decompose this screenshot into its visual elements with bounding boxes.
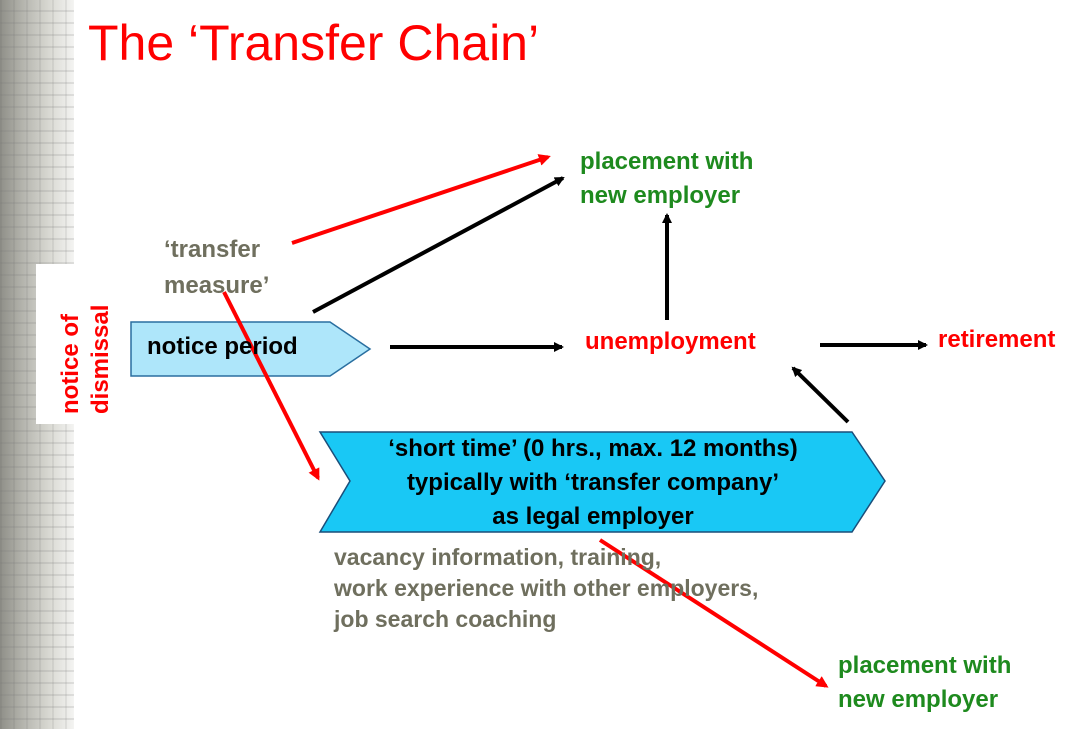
- arrow-shorttime-to-unemployment: [791, 366, 850, 424]
- notice-of-dismissal-label: notice of dismissal: [56, 305, 116, 414]
- short-time-box: [318, 431, 886, 533]
- red-arrow-measure-to-shorttime: [222, 291, 320, 481]
- activities-text: vacancy information, training, work expe…: [334, 542, 758, 635]
- short-time-text: ‘short time’ (0 hrs., max. 12 months) ty…: [328, 432, 858, 534]
- activities-line-1: vacancy information, training,: [334, 544, 662, 570]
- notice-of-dismissal-line-1: notice of: [57, 314, 84, 414]
- retirement-label: retirement: [938, 326, 1056, 353]
- arrow-noticeperiod-to-placement: [312, 176, 565, 314]
- activities-line-2: work experience with other employers,: [334, 575, 759, 601]
- notice-of-dismissal-panel: [36, 264, 116, 424]
- slide-title: The ‘Transfer Chain’: [88, 15, 540, 71]
- unemployment-label: unemployment: [585, 328, 756, 355]
- short-time-line-2: typically with ‘transfer company’: [406, 469, 780, 496]
- transfer-measure-line-1: ‘transfer: [164, 236, 261, 263]
- placement-bottom-line-1: placement with: [838, 652, 1012, 679]
- short-time-line-1: ‘short time’ (0 hrs., max. 12 months): [388, 435, 798, 462]
- short-time-line-3: as legal employer: [492, 503, 694, 530]
- notice-of-dismissal-line-2: dismissal: [87, 304, 114, 414]
- placement-bottom-label: placement with new employer: [838, 649, 1011, 717]
- placement-top-line-1: placement with: [580, 148, 754, 175]
- activities-line-3: job search coaching: [334, 606, 557, 632]
- transfer-measure-label: ‘transfer measure’: [164, 232, 269, 304]
- placement-bottom-line-2: new employer: [838, 686, 999, 713]
- red-arrow-activities-to-placement: [598, 538, 829, 688]
- placement-top-line-2: new employer: [580, 182, 741, 209]
- transfer-measure-line-2: measure’: [164, 272, 270, 299]
- notice-period-label: notice period: [147, 333, 298, 360]
- notice-period-box: [130, 321, 372, 377]
- red-arrow-measure-to-placement: [291, 154, 551, 245]
- placement-top-label: placement with new employer: [580, 145, 753, 213]
